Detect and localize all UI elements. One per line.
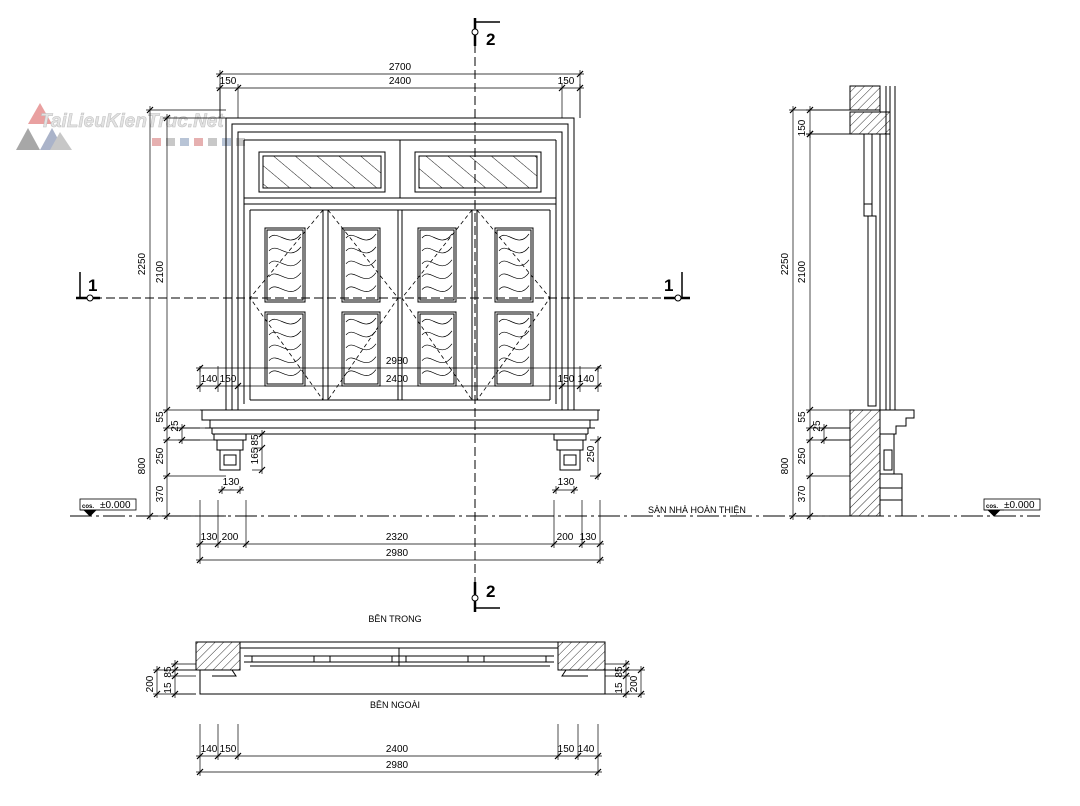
- door-panel: [264, 227, 306, 303]
- left-bracket: [213, 433, 247, 471]
- dim-h-370: 370: [155, 485, 166, 502]
- dim-sill-r150: 150: [558, 374, 575, 385]
- plan-dim-l140: 140: [201, 744, 218, 755]
- right-bracket: [553, 433, 587, 471]
- dim-h-total: 2250: [137, 252, 148, 275]
- dim-bot-l200: 200: [222, 532, 239, 543]
- dim-sill-r140: 140: [578, 374, 595, 385]
- dim-bot-r200: 200: [557, 532, 574, 543]
- plan-dim-200-left: 200: [145, 675, 156, 692]
- plan-dim-mid: 2400: [386, 744, 409, 755]
- dim-bot-mid: 2320: [386, 532, 409, 543]
- plan-dim-15-left: 15: [163, 682, 174, 694]
- door-panel: [341, 227, 381, 303]
- door-panel: [417, 227, 457, 303]
- dim-h-800: 800: [137, 457, 148, 474]
- dim-bracket-85: 85: [250, 434, 261, 446]
- dim-top-mid: 2400: [389, 76, 412, 87]
- level-text-left: ±0.000: [100, 500, 131, 511]
- section-label-1-left: 1: [88, 276, 97, 295]
- side-section: [849, 85, 915, 517]
- side-dim-25: 25: [812, 420, 823, 432]
- dim-bot-r130: 130: [580, 532, 597, 543]
- section-label-2-top: 2: [486, 30, 495, 49]
- plan-dim-85-right: 85: [614, 666, 625, 678]
- plan-dim-200-right: 200: [629, 675, 640, 692]
- watermark-logo: TaiLieuKienTruc.Net: [16, 103, 245, 150]
- dim-bot-overall: 2980: [386, 548, 409, 559]
- plan-outside-label: BÊN NGOÀI: [370, 700, 420, 710]
- side-dim-800: 800: [780, 457, 791, 474]
- cos-prefix-right: cos.: [986, 504, 998, 510]
- door-panel: [494, 227, 534, 303]
- section-marker-2-top: [471, 18, 500, 46]
- dim-bracket-165: 165: [250, 447, 261, 464]
- plan-dim-15-right: 15: [614, 682, 625, 694]
- level-marker-right: [983, 498, 1041, 517]
- plan-dim-r140: 140: [578, 744, 595, 755]
- level-marker-left: [79, 498, 137, 517]
- section-marker-1-right: [664, 272, 690, 302]
- dim-sill-l140: 140: [201, 374, 218, 385]
- dim-top-overall: 2700: [389, 62, 412, 73]
- side-dim-150: 150: [797, 119, 808, 136]
- side-dim-370: 370: [797, 485, 808, 502]
- dim-bracket-w-right: 130: [558, 477, 575, 488]
- dim-sill-mid: 2400: [386, 374, 409, 385]
- section-label-1-right: 1: [664, 276, 673, 295]
- floor-label: SÀN NHÀ HOÀN THIỆN: [648, 505, 746, 515]
- dim-top-right: 150: [558, 76, 575, 87]
- dim-top-left: 150: [220, 76, 237, 87]
- door-panel: [264, 311, 306, 387]
- dim-h-55: 55: [155, 411, 166, 423]
- plan-dim-overall: 2980: [386, 760, 409, 771]
- dim-sill-l150: 150: [220, 374, 237, 385]
- dim-bracket-w-left: 130: [223, 477, 240, 488]
- level-text-right: ±0.000: [1004, 500, 1035, 511]
- section-marker-2-bottom: [471, 582, 500, 612]
- dim-bracket-250: 250: [586, 445, 597, 462]
- side-dim-2250: 2250: [780, 252, 791, 275]
- dim-h-window: 2100: [155, 260, 166, 283]
- side-dim-2100: 2100: [797, 260, 808, 283]
- section-label-2-bottom: 2: [486, 582, 495, 601]
- door-panel: [417, 311, 457, 387]
- dim-sill-overall: 2980: [386, 356, 409, 367]
- dim-h-250: 250: [155, 447, 166, 464]
- plan-dim-r150: 150: [558, 744, 575, 755]
- plan-inside-label: BÊN TRONG: [368, 614, 421, 624]
- side-dim-250: 250: [797, 447, 808, 464]
- side-dim-55: 55: [797, 411, 808, 423]
- plan-dim-85-left: 85: [163, 666, 174, 678]
- watermark-text: TaiLieuKienTruc.Net: [40, 111, 224, 132]
- cos-prefix-left: cos.: [82, 504, 94, 510]
- door-panel: [341, 311, 381, 387]
- dim-bot-l130: 130: [201, 532, 218, 543]
- dim-h-25: 25: [170, 420, 181, 432]
- section-marker-1-left: [76, 272, 100, 302]
- door-panel: [494, 311, 534, 387]
- dimension-lines: [146, 70, 850, 776]
- front-elevation: [200, 117, 600, 471]
- plan-section: [195, 641, 606, 695]
- plan-dim-l150: 150: [220, 744, 237, 755]
